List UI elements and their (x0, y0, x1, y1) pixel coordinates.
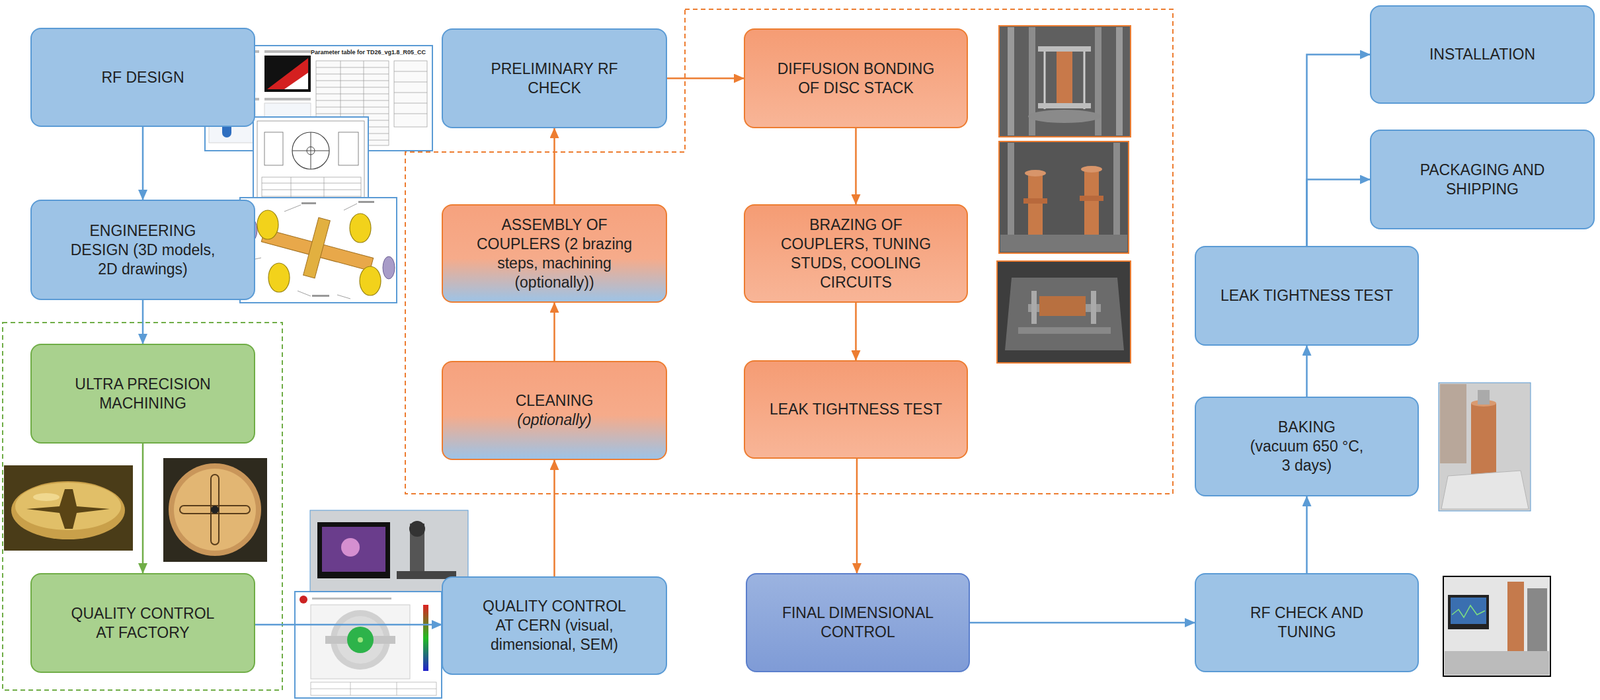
bonding-furnace-photo (997, 261, 1131, 363)
process-box: QUALITY CONTROL AT CERN (visual, dimensi… (441, 576, 668, 676)
image-caption: Parameter table for TD26_vg1.8_R05_CC (310, 48, 426, 57)
process-box: RF DESIGN (30, 27, 256, 127)
flow-arrow (1307, 179, 1371, 247)
box-text: CLEANING (515, 391, 594, 411)
flow-arrow (553, 302, 556, 361)
engineering-drawing (253, 117, 369, 209)
orange-dashed-region (405, 9, 1173, 494)
process-box: PRELIMINARY RF CHECK (441, 28, 668, 129)
box-text: QUALITY CONTROL AT FACTORY (66, 604, 219, 643)
process-box: BAKING(vacuum 650 °C, 3 days) (1194, 396, 1419, 497)
box-text: RF CHECK AND TUNING (1234, 603, 1380, 642)
box-text: BRAZING OF COUPLERS, TUNING STUDS, COOLI… (773, 215, 939, 293)
3d-model-image (240, 197, 397, 303)
process-box: ULTRA PRECISION MACHINING (30, 343, 256, 444)
rf-check-photo (1443, 576, 1551, 677)
box-text: ENGINEERING DESIGN (3D models, 2D drawin… (63, 221, 223, 280)
process-box: CLEANING(optionally) (441, 360, 668, 461)
flow-arrow (142, 443, 145, 574)
process-box: RF CHECK AND TUNING (1194, 573, 1419, 673)
box-text: ASSEMBLY OF COUPLERS (2 brazing steps, m… (475, 215, 635, 293)
flow-arrow (553, 128, 556, 205)
baking-photo (1438, 382, 1531, 512)
box-text: LEAK TIGHTNESS TEST (1220, 286, 1394, 306)
green-dashed-region (2, 322, 283, 691)
flow-arrow (1305, 345, 1308, 397)
flow-arrow (856, 458, 859, 574)
box-text: BAKING (1278, 417, 1336, 438)
process-box: FINAL DIMENSIONAL CONTROL (745, 573, 970, 673)
box-text: DIFFUSION BONDING OF DISC STACK (773, 59, 939, 98)
flow-arrow (854, 128, 857, 205)
process-box: LEAK TIGHTNESS TEST (1194, 245, 1419, 346)
flow-arrow (854, 302, 857, 361)
dimensional-chart (294, 591, 442, 699)
bonding-furnace-photo (999, 141, 1129, 254)
box-text: FINAL DIMENSIONAL CONTROL (756, 603, 960, 642)
box-text: QUALITY CONTROL AT CERN (visual, dimensi… (478, 597, 631, 655)
flow-arrow (1307, 54, 1371, 247)
process-box: PACKAGING AND SHIPPING (1369, 129, 1595, 230)
process-box: QUALITY CONTROL AT FACTORY (30, 573, 256, 674)
process-box: ASSEMBLY OF COUPLERS (2 brazing steps, m… (441, 204, 668, 303)
flow-arrow (142, 300, 145, 344)
process-box: BRAZING OF COUPLERS, TUNING STUDS, COOLI… (743, 204, 968, 303)
flow-arrow (969, 622, 1195, 625)
box-text: PRELIMINARY RF CHECK (475, 59, 635, 98)
process-box: LEAK TIGHTNESS TEST (743, 360, 968, 459)
disc-photo (163, 458, 268, 562)
box-text: ULTRA PRECISION MACHINING (40, 374, 245, 414)
box-text: INSTALLATION (1429, 44, 1536, 65)
box-text: RF DESIGN (101, 68, 184, 88)
flow-arrow (1305, 496, 1308, 574)
process-box: ENGINEERING DESIGN (3D models, 2D drawin… (30, 199, 256, 301)
process-box: DIFFUSION BONDING OF DISC STACK (743, 28, 968, 129)
box-text: (optionally) (517, 410, 592, 430)
box-text: LEAK TIGHTNESS TEST (769, 400, 943, 420)
box-text: (vacuum 650 °C, 3 days) (1248, 437, 1366, 476)
box-text: PACKAGING AND SHIPPING (1399, 160, 1565, 200)
process-box: INSTALLATION (1369, 5, 1595, 104)
disc-photo (3, 465, 133, 551)
flow-arrow (255, 624, 442, 627)
bonding-furnace-photo (999, 25, 1131, 137)
flow-arrow (142, 126, 145, 200)
flow-arrow (553, 460, 556, 577)
flow-arrow (667, 77, 744, 80)
